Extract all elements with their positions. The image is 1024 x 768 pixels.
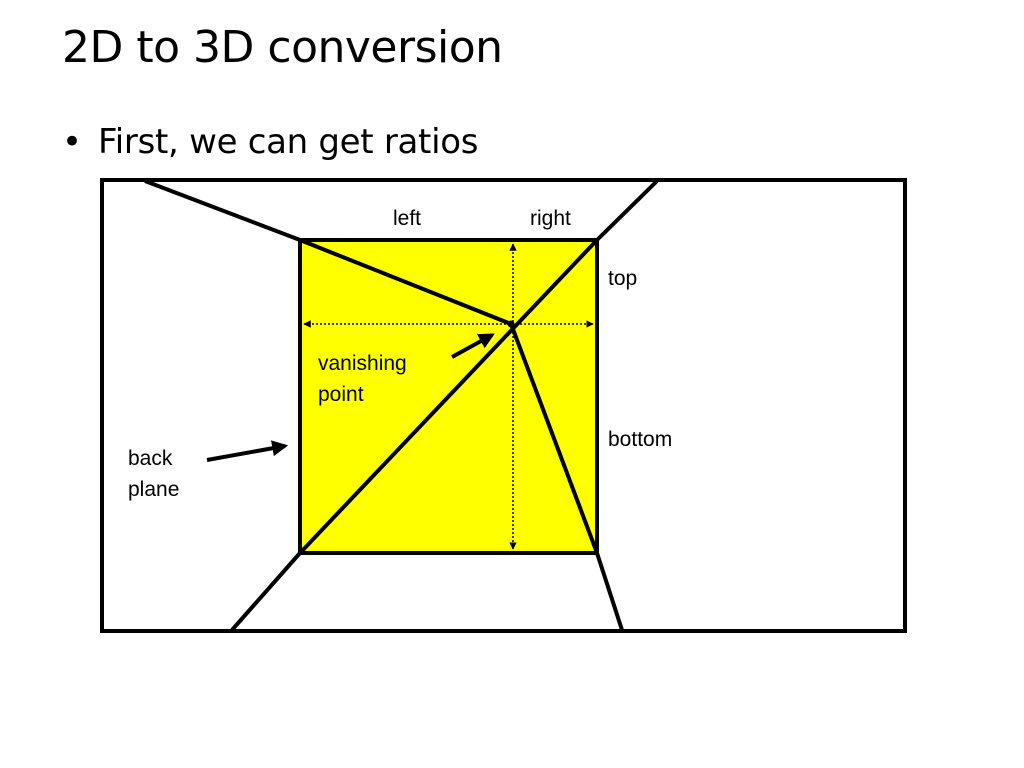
edge-line-bottom-left (230, 551, 302, 632)
vanishing-point-arrow (451, 333, 495, 359)
label-vanishing: vanishing (318, 352, 407, 375)
bullet-dot-icon: • (62, 122, 82, 162)
label-point: point (318, 383, 364, 406)
back-plane-arrow (206, 440, 289, 462)
label-plane: plane (128, 478, 179, 501)
label-top: top (608, 267, 637, 290)
vp-line-from-top-left (299, 238, 512, 326)
edge-line-top-left (144, 179, 301, 242)
vanishing-point-dot (507, 320, 515, 328)
slide-title: 2D to 3D conversion (62, 22, 503, 73)
edge-line-bottom-right (595, 552, 624, 631)
vp-line-from-top-right (298, 238, 599, 555)
label-bottom: bottom (608, 428, 672, 451)
edge-line-top-right (595, 179, 659, 242)
label-left: left (393, 207, 421, 230)
label-back: back (128, 447, 173, 470)
vp-line-to-bottom-right (509, 323, 599, 554)
bullet-item: • First, we can get ratios (62, 122, 478, 162)
bullet-text: First, we can get ratios (98, 122, 479, 162)
label-right: right (530, 207, 571, 230)
